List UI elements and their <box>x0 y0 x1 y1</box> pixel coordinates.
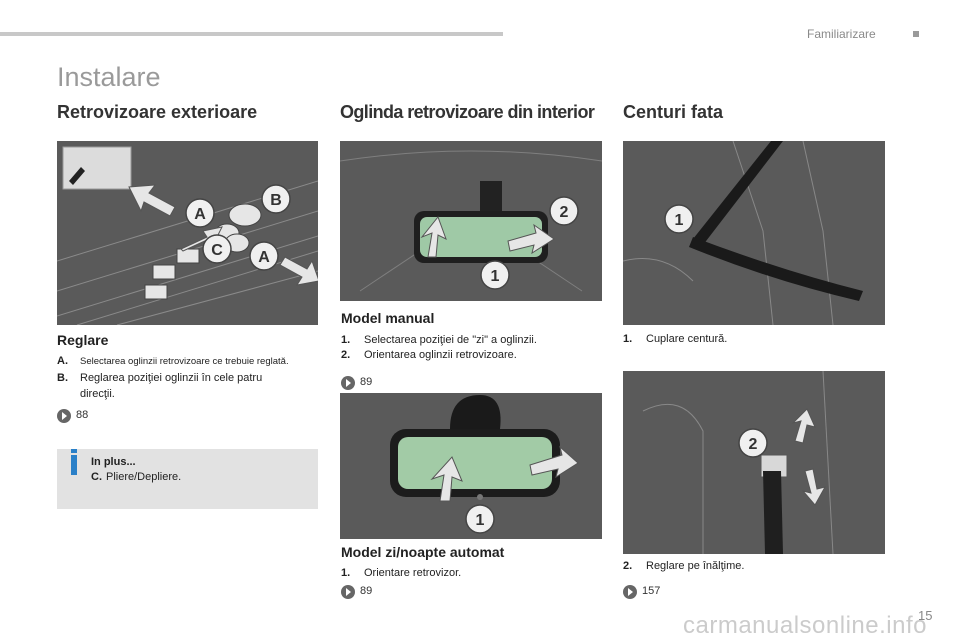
manual-mirror-drawing: 2 1 <box>340 141 602 301</box>
col2-subtitle-manual: Model manual <box>341 310 435 326</box>
page-title: Instalare <box>57 62 161 92</box>
header-rule <box>0 32 503 36</box>
info-title: In plus... <box>91 456 136 468</box>
col1-item-b: B. Reglarea poziţiei oglinzii în cele pa… <box>57 371 319 401</box>
item-num: A. <box>57 355 68 367</box>
col3-item-1: 1. Cuplare centură. <box>623 332 885 347</box>
page-number: 15 <box>918 608 933 623</box>
page-ref-icon <box>341 585 355 599</box>
info-line: C. Pliere/Depliere. <box>91 471 181 483</box>
section-name: Familiarizare <box>807 27 876 41</box>
info-box: In plus... C. Pliere/Depliere. <box>57 449 318 509</box>
item-text: Orientare retrovizor. <box>364 567 462 579</box>
item-text-cont: direcţii. <box>80 388 115 400</box>
label-1: 1 <box>491 268 500 285</box>
seatbelt-buckle-drawing: 1 <box>623 141 885 325</box>
page-ref-icon <box>57 409 71 423</box>
item-text: Selectarea oglinzii retrovizoare ce treb… <box>80 356 289 367</box>
item-num: 2. <box>623 560 633 572</box>
exterior-mirror-illustration: A B C A <box>57 141 318 325</box>
seatbelt-buckle-illustration: 1 <box>623 141 885 325</box>
col2-item-auto-1: 1. Orientare retrovizor. <box>341 566 603 581</box>
label-2: 2 <box>560 204 569 221</box>
label-1: 1 <box>476 512 485 529</box>
col2-subtitle-auto: Model zi/noapte automat <box>341 544 505 560</box>
label-2: 2 <box>749 436 758 453</box>
auto-mirror-drawing: 1 <box>340 393 602 539</box>
page-ref-icon <box>623 585 637 599</box>
col1-subtitle: Reglare <box>57 332 109 348</box>
manual-mirror-illustration: 2 1 <box>340 141 602 301</box>
label-a1: A <box>194 206 206 223</box>
page-ref-number: 157 <box>642 585 661 597</box>
item-text: Selectarea poziţiei de "zi" a oglinzii. <box>364 334 537 346</box>
section-marker <box>913 31 919 37</box>
col2-title: Oglinda retrovizoare din interior <box>340 102 595 122</box>
watermark: carmanualsonline.info <box>683 612 927 639</box>
page-ref-number: 89 <box>360 376 373 388</box>
item-num: 1. <box>341 334 351 346</box>
auto-mirror-illustration: 1 <box>340 393 602 539</box>
item-num: B. <box>57 372 68 384</box>
col3-item-2: 2. Reglare pe înălţime. <box>623 559 885 574</box>
info-icon <box>71 449 77 475</box>
info-text: Pliere/Depliere. <box>106 471 182 483</box>
info-num: C. <box>91 471 102 483</box>
col2-item-1: 1. Selectarea poziţiei de "zi" a oglinzi… <box>341 333 603 348</box>
page-ref-icon <box>341 376 355 390</box>
label-c: C <box>211 242 223 259</box>
mirror-controls-drawing: A B C A <box>57 141 318 325</box>
col3-title: Centuri fata <box>623 102 724 122</box>
label-b: B <box>270 192 282 209</box>
label-a2: A <box>258 249 270 266</box>
label-1: 1 <box>675 212 684 229</box>
item-num: 1. <box>623 333 633 345</box>
item-text: Reglarea poziţiei oglinzii în cele patru <box>80 372 263 384</box>
page-ref-number: 88 <box>76 409 89 421</box>
seatbelt-height-drawing: 2 <box>623 371 885 554</box>
col1-title: Retrovizoare exterioare <box>57 102 258 122</box>
item-num: 1. <box>341 567 351 579</box>
seatbelt-height-illustration: 2 <box>623 371 885 554</box>
col1-item-a: A. Selectarea oglinzii retrovizoare ce t… <box>57 354 319 369</box>
page-ref-number: 89 <box>360 585 373 597</box>
item-num: 2. <box>341 349 351 361</box>
col2-item-2: 2. Orientarea oglinzii retrovizoare. <box>341 348 603 363</box>
item-text: Cuplare centură. <box>646 333 728 345</box>
item-text: Orientarea oglinzii retrovizoare. <box>364 349 517 361</box>
item-text: Reglare pe înălţime. <box>646 560 745 572</box>
